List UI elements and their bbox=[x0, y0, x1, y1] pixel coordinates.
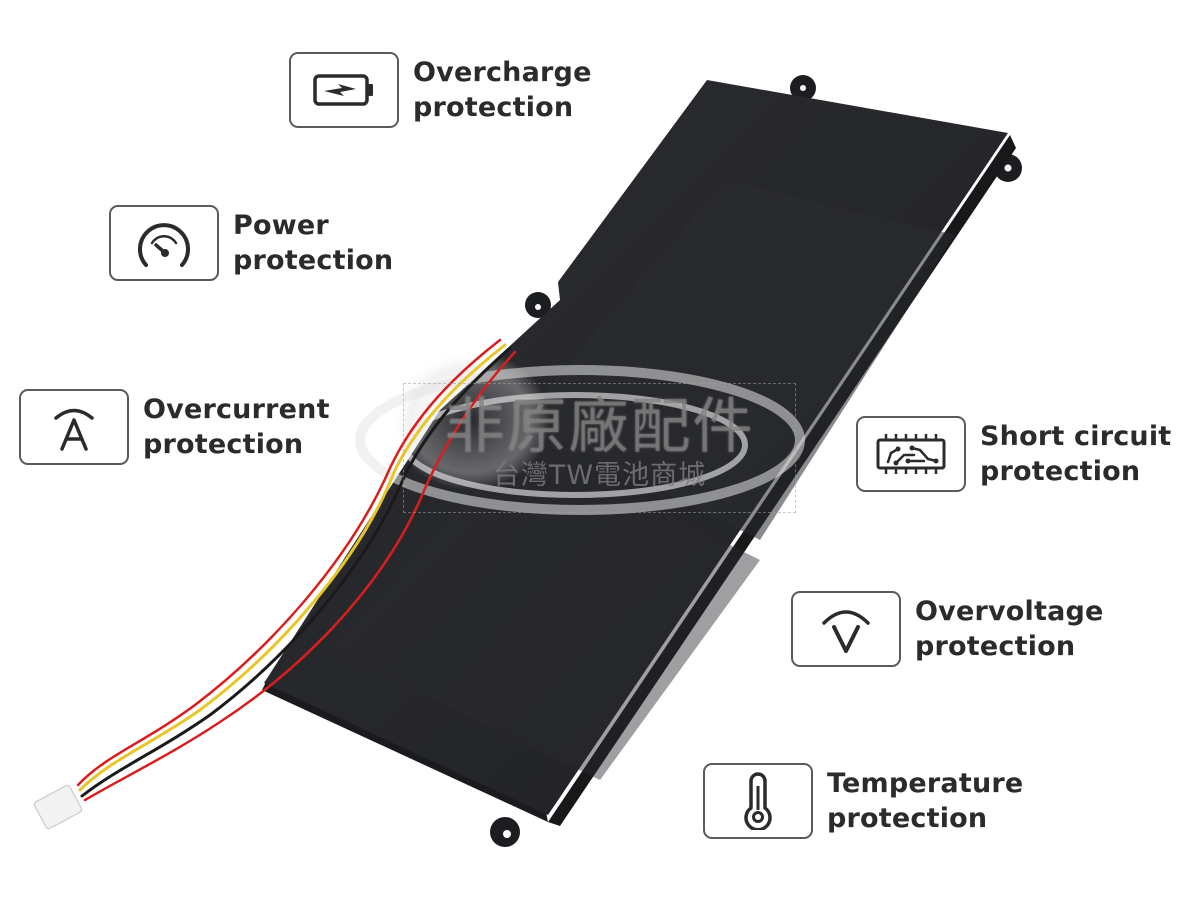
feature-icon-box bbox=[703, 763, 813, 839]
feature-power: Power protection bbox=[109, 205, 393, 281]
feature-overcharge: Overcharge protection bbox=[289, 52, 592, 128]
feature-icon-box bbox=[289, 52, 399, 128]
feature-short-circuit: Short circuit protection bbox=[856, 416, 1171, 492]
feature-overcurrent: Overcurrent protection bbox=[19, 389, 330, 465]
battery-cable bbox=[76, 338, 517, 802]
feature-label: Overcharge protection bbox=[413, 57, 592, 123]
feature-label: Overvoltage protection bbox=[915, 596, 1104, 662]
feature-label: Temperature protection bbox=[827, 768, 1024, 834]
feature-temperature: Temperature protection bbox=[703, 763, 1023, 839]
voltage-arc-icon bbox=[822, 610, 870, 653]
feature-icon-box bbox=[856, 416, 966, 492]
feature-overvoltage: Overvoltage protection bbox=[791, 591, 1104, 667]
battery-charging-icon bbox=[313, 74, 373, 106]
feature-icon-box bbox=[791, 591, 901, 667]
speedometer-gauge-icon bbox=[138, 223, 190, 267]
feature-label: Short circuit protection bbox=[980, 421, 1172, 487]
feature-icon-box bbox=[109, 205, 219, 281]
circuit-chip-icon bbox=[876, 434, 946, 474]
ampere-arc-icon bbox=[54, 408, 94, 451]
feature-label: Overcurrent protection bbox=[143, 394, 330, 460]
battery-connector bbox=[33, 784, 83, 830]
thermometer-icon bbox=[744, 772, 772, 830]
feature-label: Power protection bbox=[233, 210, 394, 276]
feature-icon-box bbox=[19, 389, 129, 465]
